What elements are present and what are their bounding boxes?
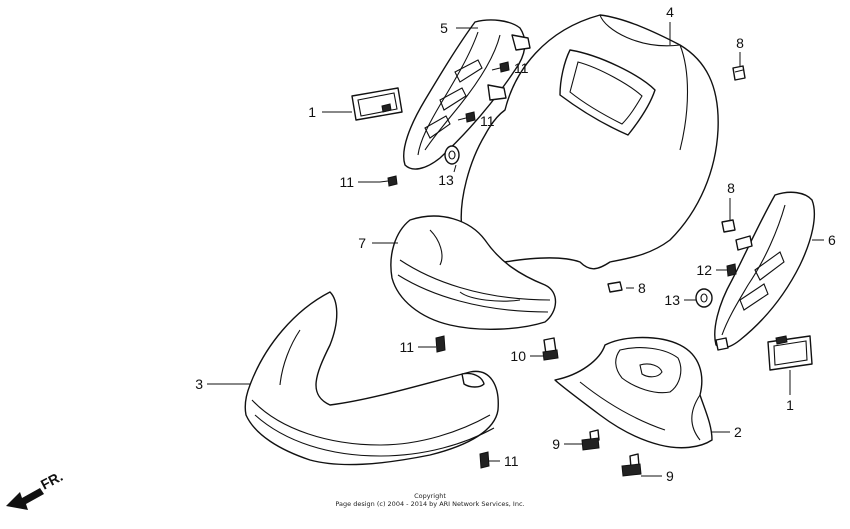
callout-13-right: 13 (664, 292, 680, 308)
part-1-right-reflector[interactable] (767, 335, 813, 371)
copyright-notice: Copyright Page design (c) 2004 - 2014 by… (300, 492, 560, 508)
callout-13-left: 13 (438, 172, 454, 188)
callout-11-mid: 11 (480, 113, 495, 129)
screw-11-left[interactable] (379, 175, 398, 187)
copyright-line-2: Page design (c) 2004 - 2014 by ARI Netwo… (335, 500, 525, 508)
part-1-left-reflector[interactable] (351, 87, 403, 121)
callout-9-left: 9 (552, 436, 560, 452)
fastener-8-center[interactable] (607, 281, 623, 293)
direction-label: FR. (38, 468, 65, 493)
callout-11-bottom: 11 (504, 453, 519, 469)
callout-6: 6 (828, 232, 836, 248)
callout-9-right: 9 (666, 468, 674, 484)
callout-1-left: 1 (308, 104, 316, 120)
part-5-left-side-bracket[interactable] (403, 19, 531, 170)
bolt-10[interactable] (542, 337, 559, 361)
screw-11-lower-left[interactable] (435, 335, 446, 353)
part-2-fender[interactable] (554, 336, 713, 449)
callout-labels: 5 4 8 11 1 11 11 13 8 6 7 12 8 13 11 10 … (195, 4, 836, 484)
grommet-13-left[interactable] (444, 145, 460, 165)
part-4-hood[interactable] (460, 14, 719, 270)
callout-8-top: 8 (736, 35, 744, 51)
front-direction-indicator: FR. (6, 468, 65, 510)
screw-11-top[interactable] (491, 61, 510, 73)
callout-2: 2 (734, 424, 742, 440)
bolt-9-right[interactable] (621, 453, 642, 477)
callout-8-center: 8 (638, 280, 646, 296)
callout-10: 10 (510, 348, 526, 364)
callout-4: 4 (666, 4, 674, 20)
screw-11-mid[interactable] (457, 111, 476, 123)
callout-12: 12 (696, 262, 712, 278)
part-6-right-side-bracket[interactable] (714, 191, 815, 351)
part-7-front-grille[interactable] (390, 215, 557, 330)
part-3-front-bumper[interactable] (244, 291, 499, 466)
callout-8-right: 8 (727, 180, 735, 196)
callout-7: 7 (358, 235, 366, 251)
copyright-line-1: Copyright (414, 492, 446, 500)
callout-11-lower-left: 11 (399, 339, 414, 355)
callout-5: 5 (440, 20, 448, 36)
callout-1-right: 1 (786, 397, 794, 413)
screw-11-bottom[interactable] (479, 451, 490, 469)
callout-3: 3 (195, 376, 203, 392)
callout-11-top: 11 (514, 60, 529, 76)
bolt-9-left[interactable] (581, 429, 600, 451)
fastener-8-right-mid[interactable] (721, 219, 736, 233)
callout-11-left: 11 (339, 174, 354, 190)
leader-lines (207, 22, 824, 477)
front-arrow-icon (6, 488, 44, 510)
screw-12[interactable] (726, 263, 737, 277)
fastener-8-top-right[interactable] (732, 65, 746, 81)
grommet-13-right[interactable] (695, 288, 713, 308)
